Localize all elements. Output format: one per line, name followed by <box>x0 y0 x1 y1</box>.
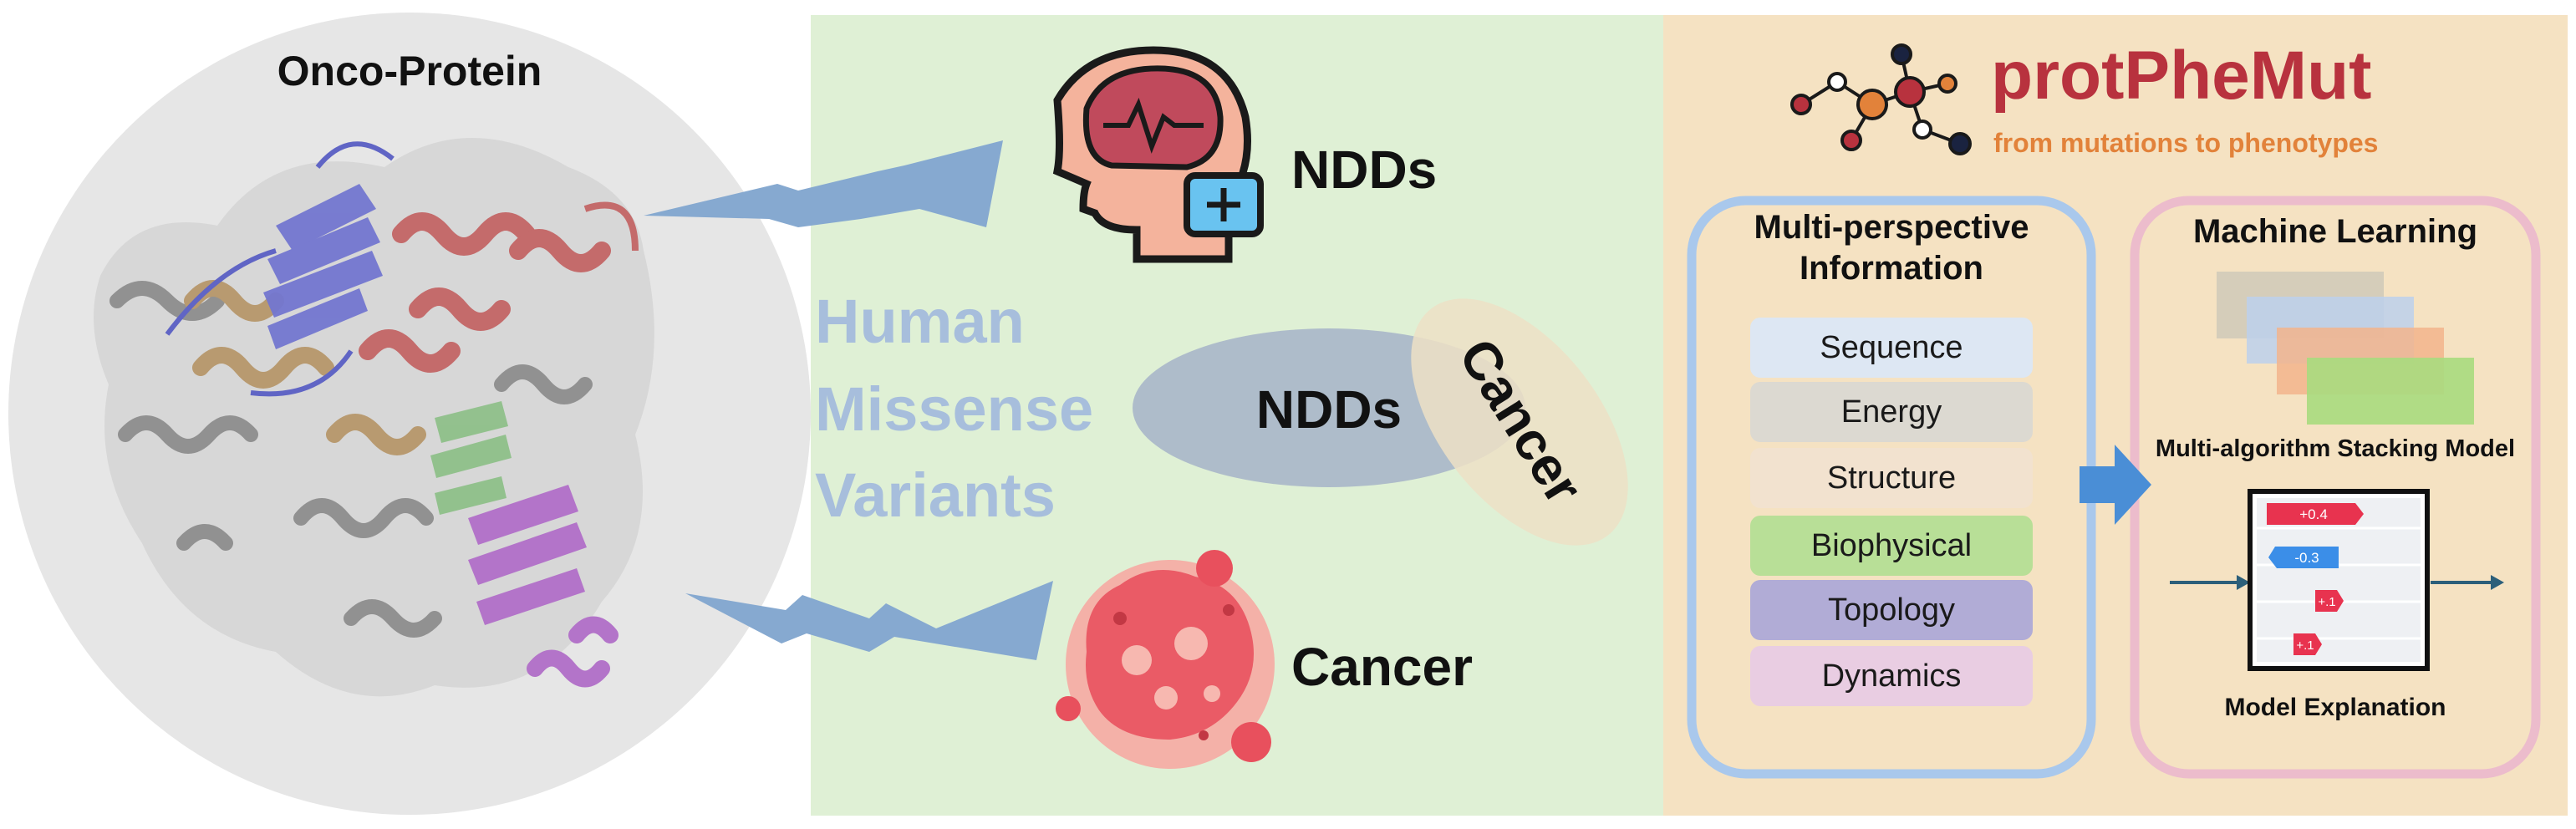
model-explanation-label: Model Explanation <box>2224 694 2446 721</box>
feature-label: Energy <box>1840 394 1942 430</box>
shap-value-3: +.1 <box>2318 595 2335 609</box>
cancer-ellipse <box>1411 298 1628 546</box>
variants-line1: Human <box>815 287 1025 356</box>
info-title-line2: Information <box>1800 250 1983 287</box>
protein-title: Onco-Protein <box>277 48 542 94</box>
feature-energy: Energy <box>1750 382 2033 442</box>
feature-sequence: Sequence <box>1750 318 2033 378</box>
brain-head-icon <box>1052 46 1264 263</box>
shap-bar-3 <box>2315 590 2344 612</box>
feature-structure: Structure <box>1750 448 2033 508</box>
arrow-to-cancer <box>685 581 1053 660</box>
shap-value-4: +.1 <box>2296 638 2314 653</box>
ndds-label-top: NDDs <box>1291 140 1437 200</box>
shap-bar-2 <box>2268 547 2339 568</box>
stacking-model-icon <box>2217 272 2474 425</box>
feature-label: Biophysical <box>1810 527 1973 563</box>
feature-label: Structure <box>1826 460 1957 496</box>
shap-bar-4 <box>2293 633 2322 655</box>
shap-explanation-chart: +0.4 -0.3 +.1 +.1 <box>2170 489 2504 671</box>
variants-line2: Missense <box>815 374 1093 444</box>
feature-biophysical: Biophysical <box>1750 516 2033 576</box>
feature-dynamics: Dynamics <box>1750 646 2033 706</box>
protein-structure-image <box>8 13 811 815</box>
info-title-line1: Multi-perspective <box>1754 209 2029 246</box>
brand-tagline: from mutations to phenotypes <box>1993 128 2378 158</box>
arrow-to-ndds <box>644 140 1003 227</box>
feature-label: Topology <box>1827 592 1956 628</box>
shap-value-1: +0.4 <box>2299 506 2328 522</box>
feature-topology: Topology <box>1750 580 2033 640</box>
feature-label: Sequence <box>1820 329 1963 365</box>
feature-label: Dynamics <box>1821 658 1962 694</box>
cancer-label-bottom: Cancer <box>1291 637 1473 697</box>
flow-arrow-icon <box>2080 445 2151 525</box>
stacking-model-label: Multi-algorithm Stacking Model <box>2156 435 2515 462</box>
tumor-cell-icon <box>1056 550 1275 769</box>
brand-name: protPheMut <box>1991 38 2371 114</box>
ml-title: Machine Learning <box>2193 213 2477 250</box>
ndds-label-overlap: NDDs <box>1256 379 1402 440</box>
shap-bar-1 <box>2267 503 2364 525</box>
variants-line3: Variants <box>815 460 1056 530</box>
molecule-logo-icon <box>1790 43 1972 155</box>
shap-value-2: -0.3 <box>2294 550 2319 566</box>
